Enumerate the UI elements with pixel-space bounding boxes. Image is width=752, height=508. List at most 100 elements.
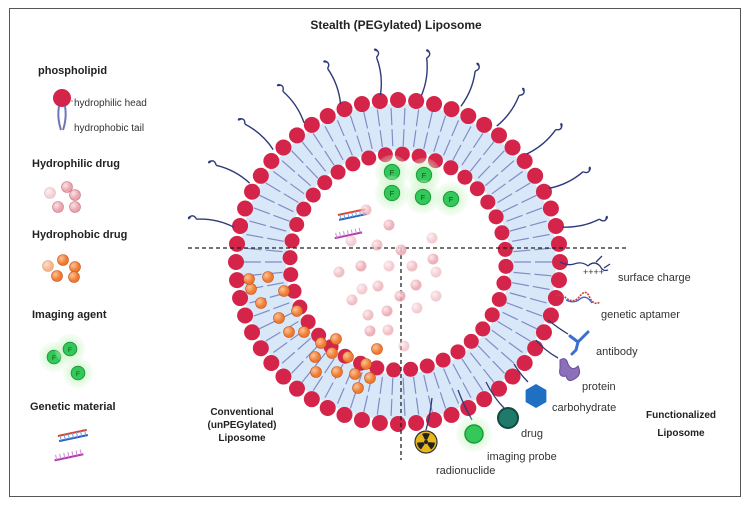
outer-tail — [451, 387, 460, 404]
outer-head — [491, 380, 508, 397]
dna-rung — [63, 434, 66, 440]
inner-tail — [502, 311, 519, 321]
legend-head-icon — [53, 89, 71, 107]
outer-tail — [291, 150, 304, 164]
peg-chain — [496, 95, 520, 127]
outer-tail — [451, 120, 460, 137]
inner-tail — [379, 376, 384, 394]
outer-tail — [439, 392, 447, 409]
inner-head — [435, 352, 451, 368]
outer-head — [390, 416, 406, 432]
radiation-blade — [422, 432, 430, 440]
inner-tail — [484, 174, 499, 187]
outer-head — [527, 340, 544, 357]
imaging-agent-letter: F — [390, 168, 395, 177]
hydrophilic-drug — [398, 340, 410, 352]
inner-tail — [477, 345, 491, 359]
svg-text:Functionalized: Functionalized — [646, 410, 716, 421]
inner-head — [463, 333, 479, 349]
outer-head — [303, 391, 320, 408]
inner-head — [491, 291, 507, 307]
inner-head — [283, 267, 299, 283]
hydrophilic-drug-sample — [69, 201, 81, 213]
outer-tail — [246, 233, 264, 239]
outer-tail — [249, 220, 267, 227]
peg-chain — [196, 218, 234, 228]
hydrophilic-drug — [360, 204, 372, 216]
inner-head — [305, 187, 321, 203]
legend-genetic-title: Genetic material — [30, 401, 116, 413]
outer-head — [547, 290, 564, 307]
dna-rung — [351, 211, 354, 218]
inner-tail — [443, 139, 451, 156]
outer-tail — [376, 109, 381, 127]
hydrophobic-drug-sample — [68, 271, 80, 283]
radiation-blade — [427, 442, 435, 450]
peg-chain — [326, 68, 342, 105]
svg-text:Liposome: Liposome — [218, 433, 266, 444]
protein-linker — [535, 339, 559, 359]
hydrophobic-drug-sample — [42, 260, 54, 272]
outer-head — [275, 368, 292, 385]
dna-rung — [347, 212, 350, 218]
legend-imaging-title: Imaging agent — [32, 309, 107, 321]
hydrophilic-drug — [383, 219, 395, 231]
outer-tail — [462, 382, 472, 398]
peg-chain-end — [237, 117, 246, 125]
outer-tail — [253, 309, 270, 317]
inner-head — [457, 169, 473, 185]
inner-tail — [502, 203, 519, 213]
outer-tail — [492, 360, 505, 374]
outer-head — [237, 200, 254, 217]
rna-rung — [63, 452, 66, 459]
outer-head — [390, 92, 406, 108]
outer-tail — [492, 150, 505, 164]
hydrophilic-drug — [364, 325, 376, 337]
inner-tail — [452, 363, 462, 380]
hydrophilic-drug — [356, 283, 368, 295]
outer-head — [460, 108, 477, 125]
peg-chain — [562, 218, 600, 228]
outer-head — [252, 167, 269, 184]
imaging-probe-label: imaging probe — [487, 451, 557, 463]
surface-charge-icon — [587, 255, 611, 272]
inner-tail — [512, 282, 529, 287]
hydrophobic-drug — [326, 347, 338, 359]
peg-chain — [215, 164, 251, 184]
hydrophobic-drug — [309, 351, 321, 363]
inner-tail — [305, 165, 319, 179]
hydrophilic-drug — [430, 290, 442, 302]
imaging-agent — [70, 365, 86, 381]
hydrophilic-drug — [381, 305, 393, 317]
outer-tail — [390, 108, 393, 126]
outer-tail — [526, 309, 543, 317]
rna-rung — [75, 450, 78, 456]
inner-head — [498, 258, 514, 274]
outer-tail — [534, 273, 552, 277]
carbohydrate-linker — [513, 363, 529, 383]
outer-tail — [273, 342, 288, 354]
surface-ligands: ++++ — [414, 255, 611, 454]
hydrophilic-drug — [410, 279, 422, 291]
inner-head — [497, 241, 513, 257]
outer-tail — [427, 395, 433, 413]
outer-head — [550, 235, 567, 252]
peg-chain-end — [276, 83, 284, 92]
outer-tail — [500, 351, 515, 364]
imaging-agent — [414, 188, 432, 206]
legend: phospholipid hydrophilic head hydrophobi… — [30, 65, 147, 462]
hydrophilic-drug — [355, 260, 367, 272]
peg-chain-end — [582, 166, 592, 174]
inner-head — [484, 307, 500, 323]
hydrophobic-drug — [315, 337, 327, 349]
peg-chain-end — [373, 48, 380, 58]
inner-tail — [356, 135, 363, 152]
outer-tail — [427, 111, 433, 129]
inner-tail — [412, 130, 417, 148]
outer-tail — [415, 397, 420, 415]
inner-tail — [305, 345, 319, 359]
outer-tail — [515, 331, 531, 342]
hydrophobic-drug — [342, 351, 354, 363]
peg-chain — [375, 56, 383, 96]
